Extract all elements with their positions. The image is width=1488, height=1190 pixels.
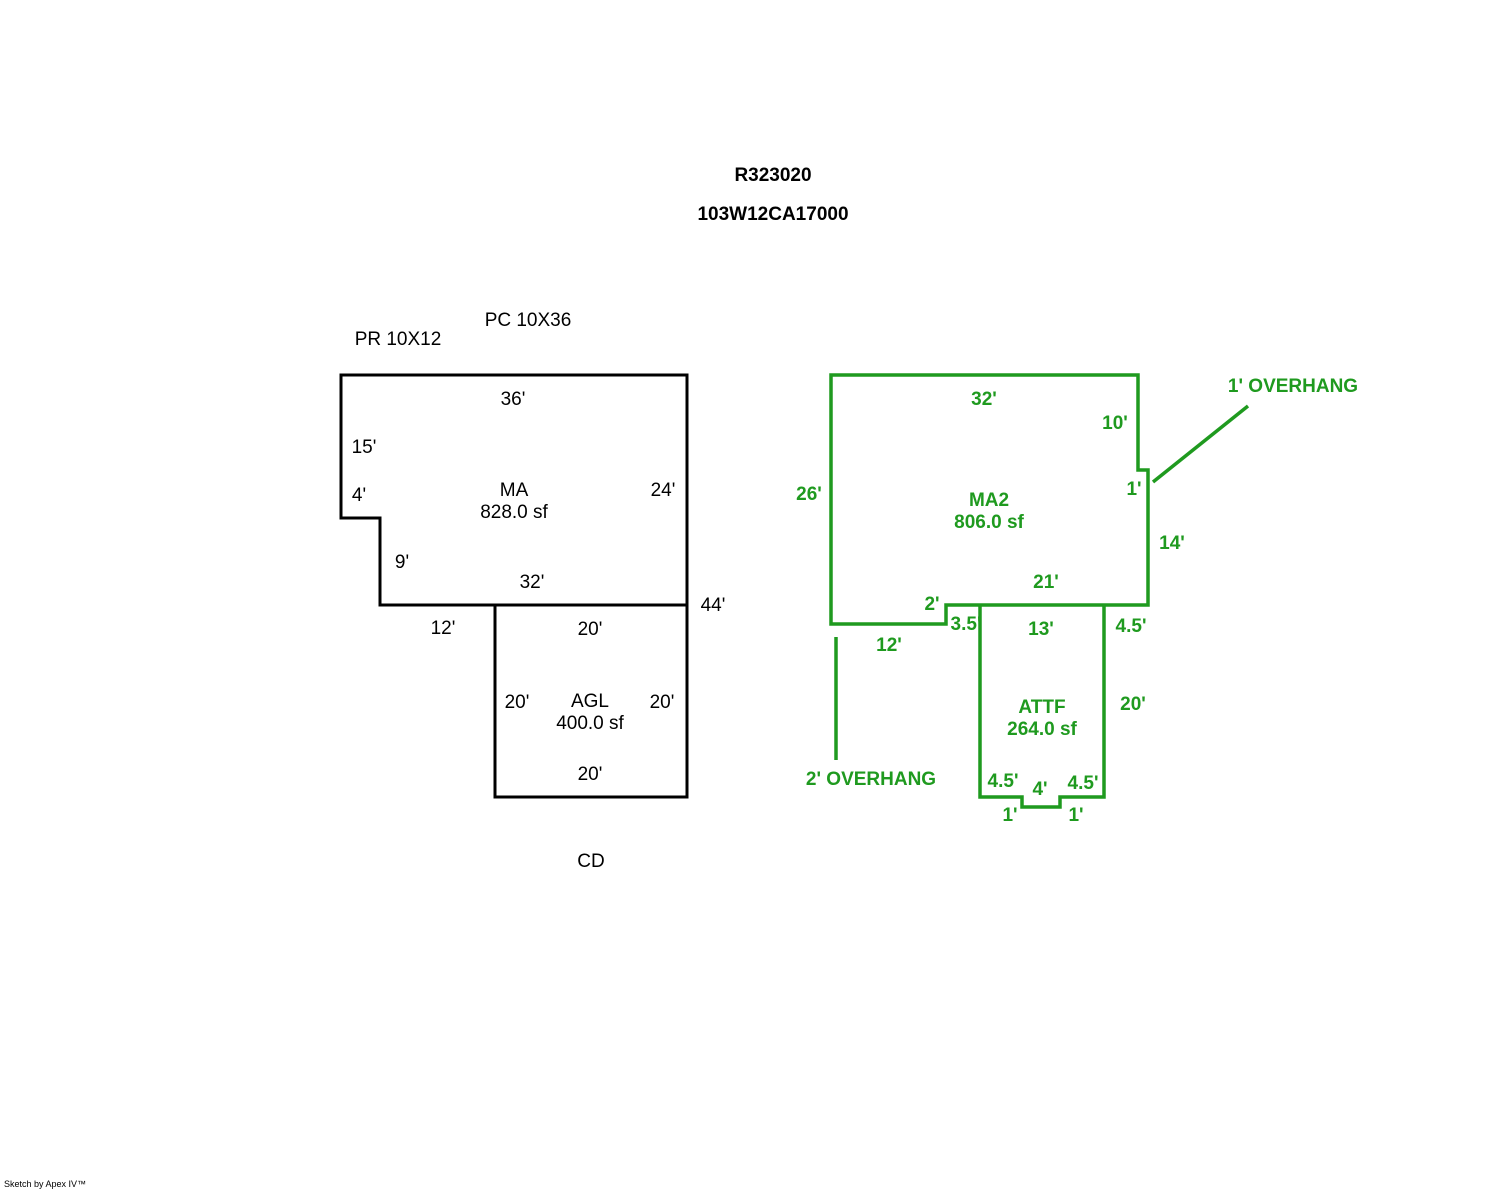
dim-label: 20' [1120,694,1146,715]
ma2-name: MA2 [969,490,1009,511]
software-credit: Sketch by Apex IV™ [4,1179,86,1189]
dim-label: 20' [505,692,530,713]
ma-agl-outline [339,373,689,799]
dim-label: 4.5' [1116,616,1147,637]
overhang-1-leader [1151,404,1250,484]
sketch-a: PR 10X12 PC 10X36 36' 15' 4' 24' 9' 32' … [339,310,726,872]
ma-area: 828.0 sf [480,502,548,523]
dim-label: 12' [431,618,456,639]
dim-label: 15' [352,437,377,458]
overhang-2-label: 2' OVERHANG [806,769,936,790]
dim-label: 21' [1033,572,1059,593]
attf-outline [978,605,1106,809]
patio-label: PC 10X36 [485,310,572,331]
dim-label: 20' [578,619,603,640]
dim-label: 12' [876,635,902,656]
dim-label: 4.5' [988,771,1019,792]
dim-label: 3.5' [951,614,982,635]
dim-label: 9' [395,552,409,573]
dim-label: 1' [1002,805,1017,826]
dim-label: 32' [520,572,545,593]
ma2-area: 806.0 sf [954,512,1024,533]
overhang-1-label: 1' OVERHANG [1228,376,1358,397]
agl-name: AGL [571,691,609,712]
deck-label: CD [577,851,604,872]
dim-label: 26' [796,484,822,505]
sketch-b: 1' OVERHANG 2' OVERHANG 32' 10' 1' 26' 1… [796,373,1358,826]
dim-label: 2' [924,594,939,615]
dim-label: 10' [1102,413,1128,434]
attf-area: 264.0 sf [1007,719,1077,740]
dim-label: 14' [1159,533,1185,554]
dim-label: 36' [501,389,526,410]
dim-label: 1' [1126,479,1141,500]
map-tax-lot: 103W12CA17000 [697,204,848,225]
dim-label: 44' [701,595,726,616]
dim-label: 13' [1028,619,1054,640]
ma-name: MA [500,480,529,501]
attf-name: ATTF [1018,697,1065,718]
agl-area: 400.0 sf [556,713,624,734]
dim-label: 4' [352,485,366,506]
dim-label: 1' [1068,805,1083,826]
porch-label: PR 10X12 [355,329,442,350]
dim-label: 32' [971,389,997,410]
ma2-outline [829,373,1150,626]
dim-label: 20' [650,692,675,713]
dim-label: 4.5' [1068,773,1099,794]
record-id: R323020 [734,165,811,186]
dim-label: 20' [578,764,603,785]
dim-label: 24' [651,480,676,501]
dim-label: 4' [1032,779,1047,800]
